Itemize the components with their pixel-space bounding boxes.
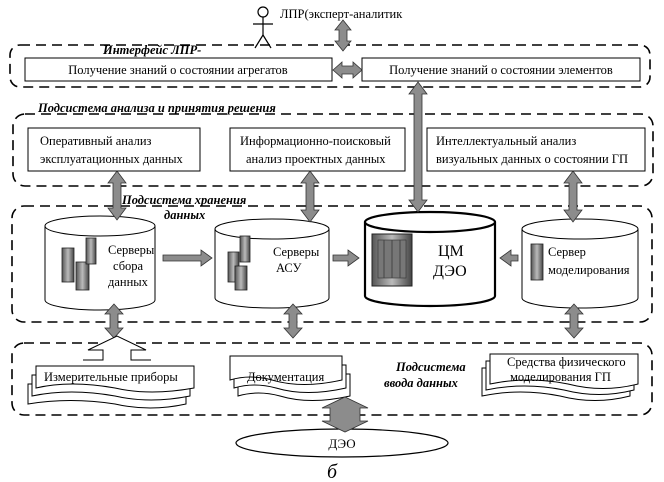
input-layer-title-line2: ввода данных [384, 376, 458, 390]
intellectual-analysis-line2: визуальных данных о состоянии ГП [436, 152, 628, 166]
intellectual-analysis-line1: Интеллектуальный анализ [436, 134, 576, 148]
storage-layer-title-line1: Подсистема хранения [121, 193, 247, 207]
interface-layer-title: Интерфейс ЛПР- [102, 43, 201, 57]
physical-modeling-line2: моделирования ГП [510, 370, 611, 384]
collection-servers-line3: данных [108, 275, 149, 289]
digital-model-line2: ДЭО [433, 263, 467, 280]
asu-to-digital-model-arrow [333, 250, 359, 266]
analysis-layer-title: Подсистема анализа и принятия решения [37, 101, 276, 115]
asu-documentation-arrow [284, 304, 302, 338]
knowledge-elements-label: Получение знаний о состоянии элементов [389, 63, 613, 77]
knowledge-digital-model-arrow [409, 82, 427, 212]
actor-interface-arrow [335, 20, 351, 51]
modeling-physical-arrow [565, 304, 583, 338]
documentation-label: Документация [247, 370, 324, 384]
physical-modeling-line1: Средства физического [507, 355, 626, 369]
modeling-server-line2: моделирования [548, 263, 630, 277]
measuring-devices-label: Измерительные приборы [44, 370, 178, 384]
intellectual-modeling-arrow [564, 171, 582, 222]
figure-caption: б [327, 461, 338, 482]
collection-servers-line2: сбора [113, 259, 144, 273]
interface-boxes-arrow [333, 62, 362, 78]
mainframe-icon [372, 234, 412, 286]
info-search-analysis-line1: Информационно-поисковый [240, 134, 391, 148]
knowledge-aggregates-label: Получение знаний о состоянии агрегатов [68, 63, 288, 77]
measuring-up-arrow [83, 336, 151, 360]
modeling-server-icon [531, 244, 543, 280]
deo-object-label: ДЭО [328, 436, 355, 451]
modeling-server-line1: Сервер [548, 245, 586, 259]
asu-servers-line2: АСУ [276, 261, 302, 275]
input-layer-title-line1: Подсистема [395, 360, 466, 374]
collection-to-asu-arrow [163, 250, 212, 266]
info-search-analysis-line2: анализ проектных данных [246, 152, 386, 166]
digital-model-line1: ЦМ [438, 243, 464, 260]
actor-figure-icon [253, 7, 273, 48]
info-asu-arrow [301, 171, 319, 222]
collection-servers-line1: Серверы [108, 243, 155, 257]
operational-analysis-line2: эксплуатационных данных [40, 152, 184, 166]
actor-label: ЛПР(эксперт-аналитик [280, 7, 403, 21]
asu-servers-line1: Серверы [273, 245, 320, 259]
operational-analysis-line1: Оперативный анализ [40, 134, 152, 148]
modeling-to-digital-model-arrow [500, 250, 518, 266]
storage-layer-title-line2: данных [164, 208, 205, 222]
